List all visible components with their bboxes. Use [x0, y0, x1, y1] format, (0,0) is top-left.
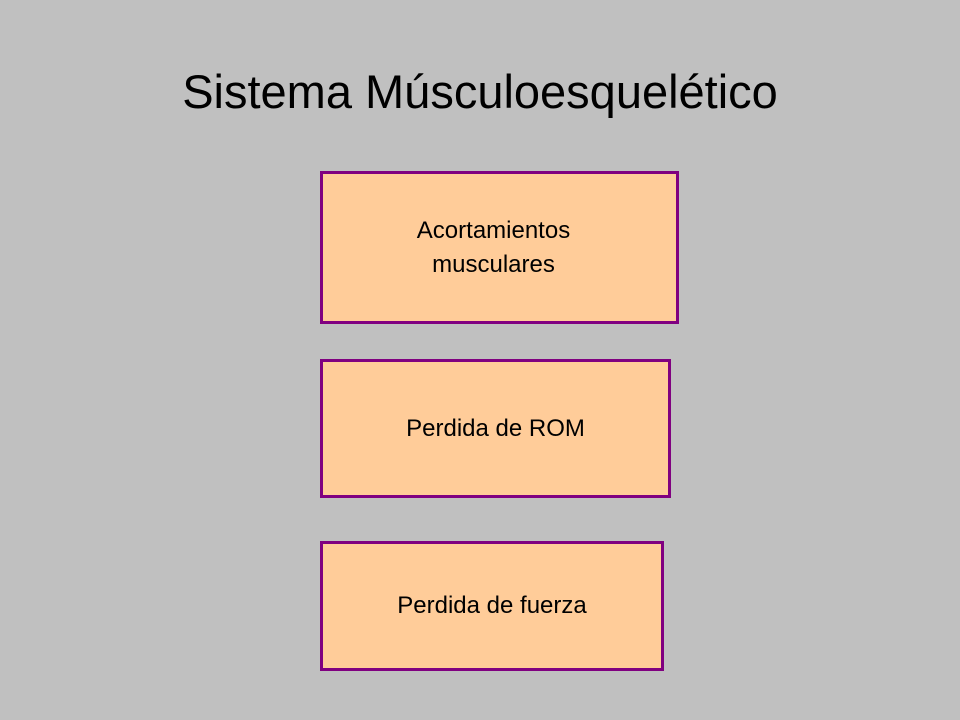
box-label: Perdida de ROM	[406, 414, 585, 442]
box-acortamientos-musculares: Acortamientos musculares	[320, 171, 679, 324]
slide-title: Sistema Músculoesquelético	[182, 65, 778, 118]
box-perdida-de-fuerza: Perdida de fuerza	[320, 541, 664, 671]
box-label: Acortamientos musculares	[416, 216, 571, 278]
box-perdida-de-rom: Perdida de ROM	[320, 359, 671, 498]
box-label: Perdida de fuerza	[397, 592, 587, 619]
